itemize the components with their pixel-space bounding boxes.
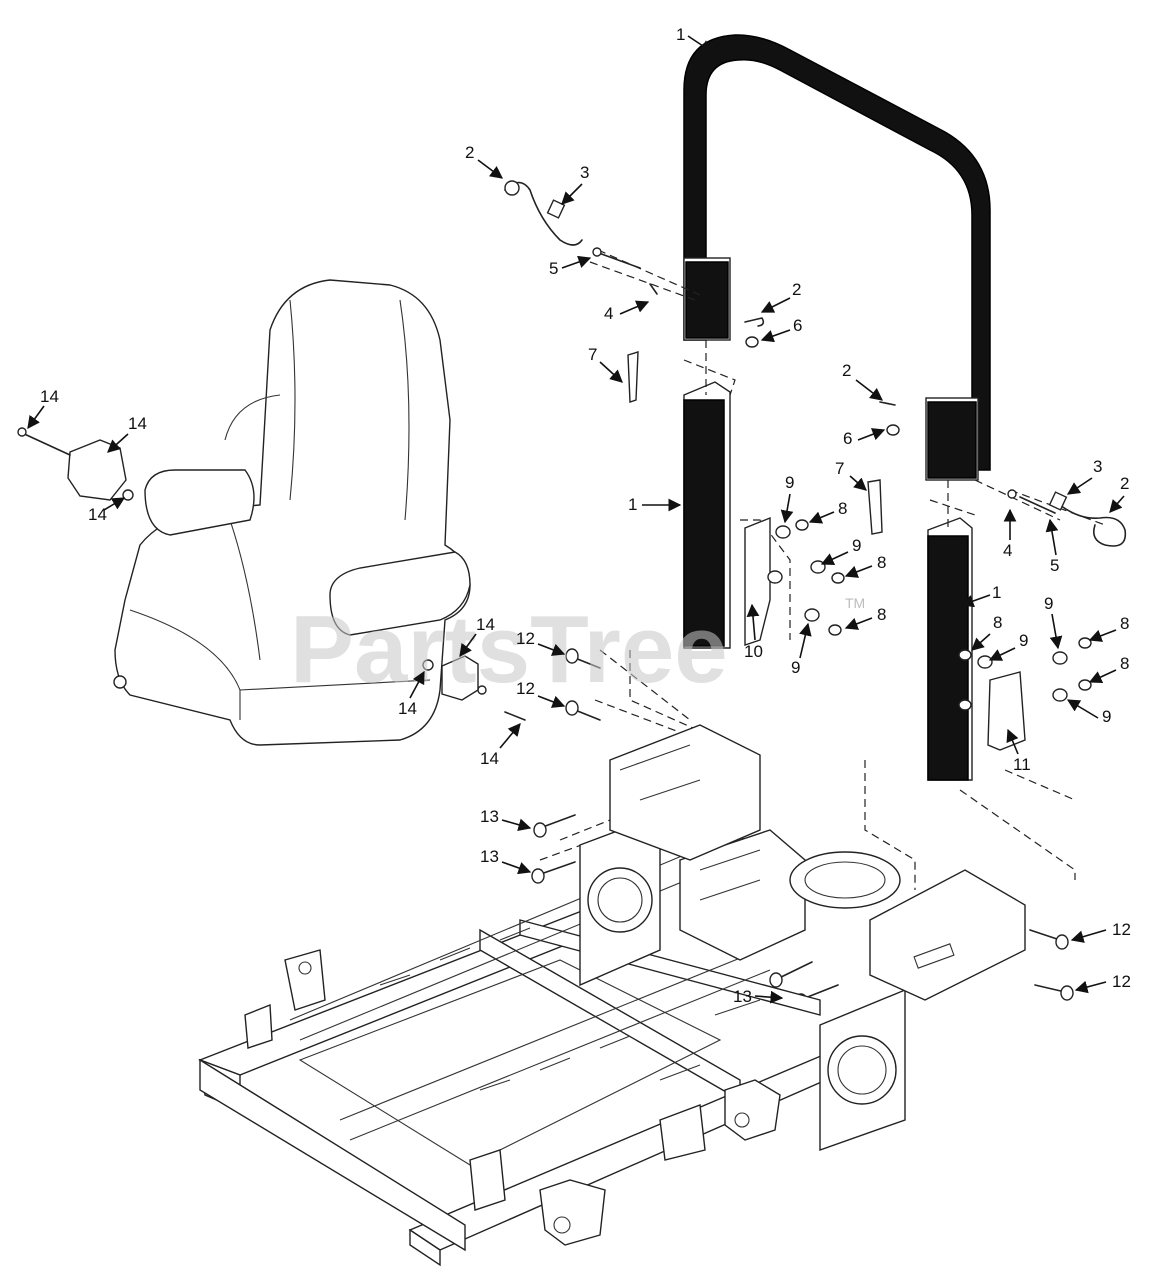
bolt-12-c xyxy=(1029,929,1069,950)
callout-14-f: 14 xyxy=(480,749,499,768)
watermark: PartsTree TM xyxy=(290,595,865,703)
callout-4-b: 4 xyxy=(1003,541,1012,560)
right-bracket-washers xyxy=(958,637,1092,711)
callout-10: 10 xyxy=(744,642,763,661)
callout-13-b: 13 xyxy=(480,847,499,866)
right-bracket xyxy=(987,671,1026,751)
callout-13-a: 13 xyxy=(480,807,499,826)
callout-4-a: 4 xyxy=(604,304,613,323)
callout-2-d: 2 xyxy=(1120,474,1129,493)
callout-9-e: 9 xyxy=(1044,594,1053,613)
clevis-pin-right xyxy=(1007,489,1056,514)
roll-bar-right-lower-tube xyxy=(927,517,973,781)
callout-8-d: 8 xyxy=(993,613,1002,632)
callout-14-c: 14 xyxy=(88,505,107,524)
callout-12-b: 12 xyxy=(516,679,535,698)
callout-9-d: 9 xyxy=(1019,631,1028,650)
left-bracket xyxy=(744,516,771,646)
callout-1-top: 1 xyxy=(676,25,685,44)
bolt-12-a xyxy=(565,648,601,669)
callout-9-c: 9 xyxy=(791,658,800,677)
callout-9-a: 9 xyxy=(785,473,794,492)
roll-bar-upper-hoop xyxy=(683,34,991,481)
callout-7-b: 7 xyxy=(835,459,844,478)
callout-3-b: 3 xyxy=(1093,457,1102,476)
pin-clip-right xyxy=(879,401,900,436)
callout-12-a: 12 xyxy=(516,629,535,648)
hairpin-clip-left xyxy=(504,180,583,246)
callout-11: 11 xyxy=(1013,755,1031,774)
seat-switch-rear xyxy=(17,427,134,501)
callout-9-b: 9 xyxy=(852,536,861,555)
callout-1-left: 1 xyxy=(628,495,637,514)
callout-12-c: 12 xyxy=(1112,920,1131,939)
watermark-text: PartsTree xyxy=(290,596,728,703)
callout-6-a: 6 xyxy=(793,316,802,335)
callout-14-a: 14 xyxy=(40,387,59,406)
bolt-13-a xyxy=(533,814,576,838)
operator-seat xyxy=(113,279,471,746)
mower-frame xyxy=(198,724,1026,1267)
bolt-13-b xyxy=(531,861,576,884)
callout-9-f: 9 xyxy=(1102,707,1111,726)
callout-8-c: 8 xyxy=(877,605,886,624)
callout-8-f: 8 xyxy=(1120,654,1129,673)
callout-2-c: 2 xyxy=(842,361,851,380)
clevis-pin-left xyxy=(592,247,641,269)
callout-5-a: 5 xyxy=(549,259,558,278)
callout-14-e: 14 xyxy=(398,699,417,718)
callout-8-e: 8 xyxy=(1120,614,1129,633)
bolt-12-d xyxy=(1034,984,1074,1001)
bolt-12-b xyxy=(565,700,601,721)
callout-8-b: 8 xyxy=(877,553,886,572)
callout-5-b: 5 xyxy=(1050,556,1059,575)
callout-3-a: 3 xyxy=(580,163,589,182)
callout-12-d: 12 xyxy=(1112,972,1131,991)
callout-2-b: 2 xyxy=(792,280,801,299)
callout-14-d: 14 xyxy=(476,615,495,634)
callout-13-c: 13 xyxy=(733,987,752,1006)
callout-2-a: 2 xyxy=(465,143,474,162)
roll-bar-left-lower-tube xyxy=(683,381,731,649)
callout-14-b: 14 xyxy=(128,414,147,433)
callout-1-right: 1 xyxy=(992,583,1001,602)
callout-8-a: 8 xyxy=(838,499,847,518)
callout-6-b: 6 xyxy=(843,429,852,448)
spring-left xyxy=(546,199,566,219)
pivot-pin-left xyxy=(627,351,639,403)
pivot-pin-right xyxy=(867,479,883,535)
callout-7-a: 7 xyxy=(588,345,597,364)
bolt-13-c xyxy=(769,961,813,988)
left-bracket-washers xyxy=(767,519,845,636)
watermark-trademark: TM xyxy=(845,595,865,611)
pin-clip-upper xyxy=(744,317,765,348)
spacer-left xyxy=(649,283,658,295)
callout-labels: 1 1 1 2 2 2 2 3 3 4 4 5 5 6 6 xyxy=(27,25,1131,1006)
hairpin-clip-right xyxy=(1048,491,1127,547)
